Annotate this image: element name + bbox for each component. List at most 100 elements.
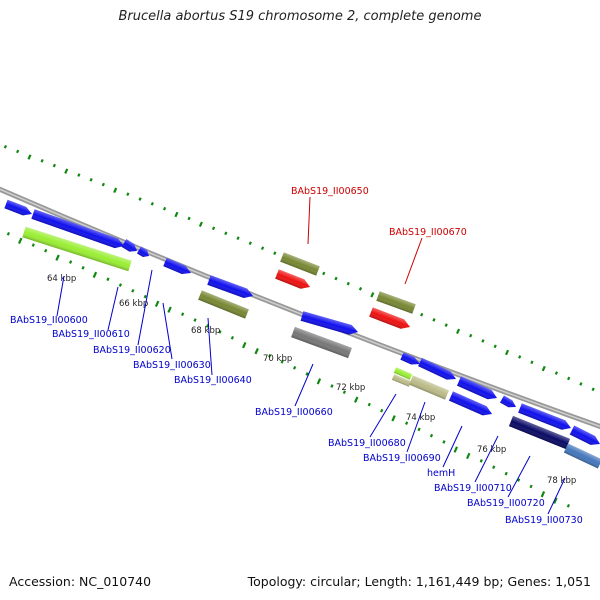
leader-line — [137, 269, 153, 346]
gene-feature[interactable] — [369, 307, 412, 331]
gc-dot — [211, 226, 216, 231]
gc-dot — [591, 387, 595, 392]
gene-feature[interactable] — [409, 375, 449, 400]
gc-dot — [493, 344, 497, 349]
gene-label[interactable]: BAbS19_II00640 — [174, 375, 252, 386]
gc-dot — [380, 408, 384, 413]
gene-feature[interactable] — [376, 291, 416, 314]
gene-label[interactable]: BAbS19_II00680 — [328, 438, 406, 449]
gc-dot — [218, 330, 222, 334]
gene-label[interactable]: BAbS19_II00670 — [389, 227, 467, 238]
leader-line — [56, 275, 65, 317]
gene-feature[interactable] — [22, 226, 132, 272]
gene-feature[interactable] — [448, 391, 494, 418]
tick-label: 64 kbp — [47, 274, 76, 284]
gene-feature[interactable] — [393, 367, 413, 380]
gene-feature[interactable] — [280, 252, 320, 276]
gc-dot — [181, 312, 185, 316]
feature-shading — [163, 257, 192, 275]
gc-dot — [92, 271, 98, 279]
gene-label[interactable]: BAbS19_II00720 — [467, 498, 545, 509]
gene-label[interactable]: BAbS19_II00710 — [434, 483, 512, 494]
gc-dot — [316, 378, 322, 385]
gc-dot — [118, 283, 123, 287]
gene-feature[interactable] — [391, 374, 412, 387]
gene-feature[interactable] — [163, 257, 193, 277]
gene-label[interactable]: BAbS19_II00630 — [133, 360, 211, 371]
map-title: Brucella abortus S19 chromosome 2, compl… — [118, 9, 482, 24]
gene-feature[interactable] — [207, 275, 254, 300]
gene-feature[interactable] — [500, 395, 518, 411]
gene-feature[interactable] — [136, 246, 151, 260]
gene-feature[interactable] — [198, 290, 249, 319]
gc-dot — [27, 154, 32, 160]
feature-track — [4, 199, 600, 469]
gene-label[interactable]: BAbS19_II00610 — [52, 329, 130, 340]
gc-dot — [131, 288, 135, 293]
gc-dot — [106, 277, 110, 282]
gene-feature[interactable] — [275, 269, 312, 291]
gc-dot — [174, 211, 179, 218]
gene-feature[interactable] — [291, 326, 352, 359]
chromosome-backbone-highlight — [0, 188, 600, 428]
gc-dot — [16, 149, 20, 154]
gc-dot — [260, 246, 265, 251]
tick-label: 78 kbp — [547, 476, 576, 486]
gc-dot — [248, 241, 252, 246]
gene-feature[interactable] — [563, 443, 600, 469]
gene-feature[interactable] — [418, 357, 458, 383]
gene-label[interactable]: hemH — [427, 468, 455, 479]
gc-dot — [466, 452, 471, 460]
gene-feature[interactable] — [456, 376, 499, 402]
gene-feature[interactable] — [300, 311, 360, 337]
gene-label[interactable]: BAbS19_II00620 — [93, 345, 171, 356]
gc-dot — [280, 359, 284, 364]
gene-feature[interactable] — [569, 425, 600, 449]
gc-dot — [579, 382, 583, 386]
gc-dot — [242, 341, 247, 349]
feature-shading — [393, 367, 413, 380]
feature-shading — [207, 275, 254, 298]
gene-feature[interactable] — [518, 403, 573, 432]
gc-dot — [187, 216, 191, 221]
feature-shading — [448, 391, 492, 416]
leader-line — [294, 363, 314, 407]
gc-dot — [346, 281, 350, 286]
gene-feature[interactable] — [4, 199, 33, 218]
gene-feature[interactable] — [121, 239, 140, 255]
gene-label[interactable]: BAbS19_II00650 — [291, 186, 369, 197]
gc-dot — [517, 478, 521, 482]
feature-shading — [31, 209, 124, 249]
genome-summary: Topology: circular; Length: 1,161,449 bp… — [247, 574, 591, 589]
gc-dot — [429, 433, 434, 438]
gc-dot — [540, 491, 546, 498]
gc-dot — [529, 484, 533, 489]
gc-dot — [44, 248, 48, 253]
gene-labels: BAbS19_II00600BAbS19_II00610BAbS19_II006… — [10, 186, 583, 526]
gene-feature[interactable] — [31, 209, 125, 250]
gene-feature[interactable] — [400, 352, 421, 367]
feature-shading — [563, 443, 600, 469]
gc-dot — [530, 360, 534, 365]
feature-shading — [500, 395, 516, 408]
gene-label[interactable]: BAbS19_II00690 — [363, 453, 441, 464]
gc-dot — [254, 347, 259, 355]
gene-label[interactable]: BAbS19_II00660 — [255, 407, 333, 418]
gene-label[interactable]: BAbS19_II00600 — [10, 315, 88, 326]
gc-dot — [391, 415, 396, 422]
gc-dot — [342, 390, 347, 395]
gc-dot — [224, 231, 228, 236]
tick-label: 68 kbp — [191, 326, 220, 336]
leader-line — [547, 477, 566, 515]
gc-dot — [442, 440, 446, 444]
gc-dot — [230, 336, 235, 340]
gc-dot — [77, 173, 81, 177]
gc-dot — [305, 372, 309, 376]
gene-label[interactable]: BAbS19_II00730 — [505, 515, 583, 526]
feature-shading — [456, 376, 497, 400]
feature-shading — [569, 425, 600, 445]
gene-feature[interactable] — [508, 415, 571, 450]
gc-dot — [554, 371, 559, 375]
gc-dot — [567, 376, 571, 381]
